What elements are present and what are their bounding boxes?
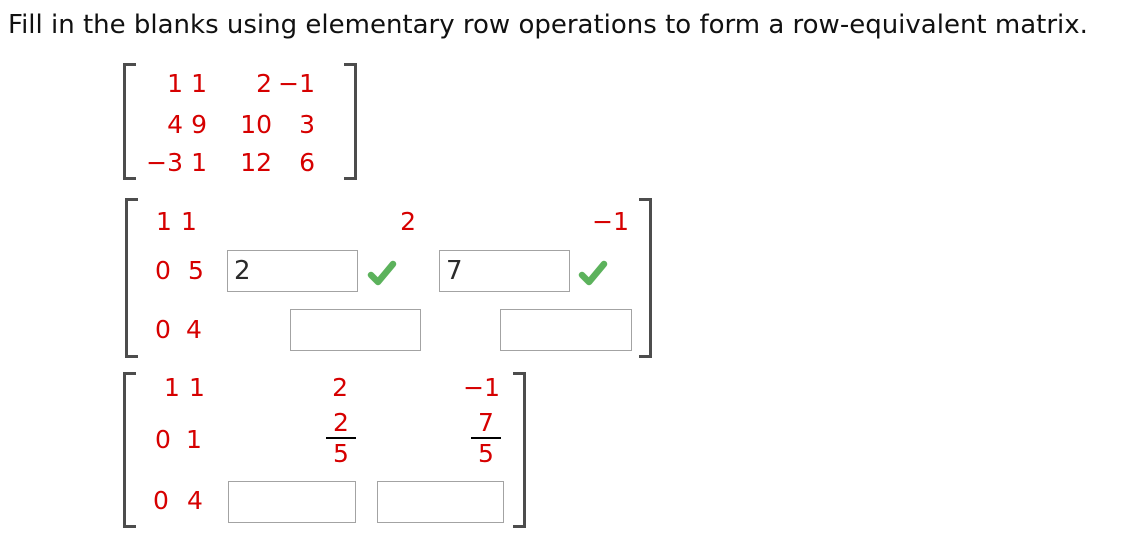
- correct-checkmark-icon: [366, 257, 398, 289]
- matrix-entry: 1: [164, 373, 180, 402]
- correct-checkmark-icon: [577, 257, 609, 289]
- matrix-left-bracket: [123, 372, 136, 528]
- matrix-entry: 12: [240, 148, 272, 177]
- matrix-entry: 9: [191, 110, 207, 139]
- problem-statement: Fill in the blanks using elementary row …: [8, 10, 1088, 40]
- matrix-entry: 4: [186, 315, 202, 344]
- matrix-entry: 4: [187, 486, 203, 515]
- matrix-left-bracket: [123, 63, 136, 180]
- matrix-entry: −3: [146, 148, 183, 177]
- step1-input-r3c3[interactable]: [290, 309, 421, 351]
- matrix-left-bracket: [125, 198, 138, 358]
- matrix-entry: −1: [592, 207, 629, 236]
- matrix-entry: 6: [299, 148, 315, 177]
- step2-input-r3c4[interactable]: [377, 481, 504, 523]
- fraction-denominator: 5: [478, 439, 494, 468]
- step1-input-r2c3[interactable]: [227, 250, 358, 292]
- matrix-entry: 2: [332, 373, 348, 402]
- matrix-right-bracket: [639, 198, 652, 358]
- matrix-entry: 0: [155, 315, 171, 344]
- matrix-entry: 2: [400, 207, 416, 236]
- step1-input-r3c4[interactable]: [500, 309, 632, 351]
- matrix-entry: 1: [186, 425, 202, 454]
- matrix-entry: 1: [156, 207, 172, 236]
- matrix-entry: −1: [463, 373, 500, 402]
- matrix-entry: 1: [189, 373, 205, 402]
- fraction-bar: [471, 437, 501, 439]
- matrix-entry: 1: [167, 69, 183, 98]
- matrix-entry: 1: [191, 148, 207, 177]
- fraction-denominator: 5: [333, 439, 349, 468]
- matrix-entry: 0: [155, 256, 171, 285]
- matrix-right-bracket: [513, 372, 526, 528]
- matrix-entry: −1: [278, 69, 315, 98]
- fraction-numerator: 2: [333, 408, 349, 437]
- fraction-bar: [326, 437, 356, 439]
- matrix-entry: 2: [256, 69, 272, 98]
- fraction-numerator: 7: [478, 408, 494, 437]
- matrix-entry: 0: [153, 486, 169, 515]
- matrix-right-bracket: [344, 63, 357, 180]
- matrix-entry: 1: [181, 207, 197, 236]
- matrix-entry: 0: [155, 425, 171, 454]
- matrix-entry: 4: [167, 110, 183, 139]
- matrix-entry: 10: [240, 110, 272, 139]
- matrix-entry: 5: [188, 256, 204, 285]
- matrix-entry-fraction: 2 5: [326, 410, 356, 467]
- step1-input-r2c4[interactable]: [439, 250, 570, 292]
- step2-input-r3c3[interactable]: [228, 481, 356, 523]
- matrix-entry-fraction: 7 5: [471, 410, 501, 467]
- matrix-entry: 1: [191, 69, 207, 98]
- matrix-entry: 3: [299, 110, 315, 139]
